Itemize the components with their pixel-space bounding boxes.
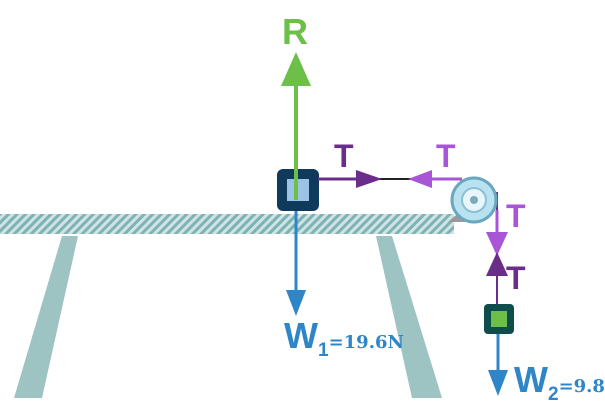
weight1-subscript: 1 <box>317 340 329 361</box>
table-leg-left <box>14 236 78 398</box>
weight2-arrow <box>488 334 508 396</box>
table-leg-right <box>376 236 442 398</box>
free-body-diagram <box>0 52 514 398</box>
tension-arrow-up-on-block2 <box>486 252 508 276</box>
tension-arrow-down-from-pulley <box>486 210 508 256</box>
weight1-symbol: W <box>284 315 318 356</box>
weight1-value: =19.6N <box>328 332 404 353</box>
reaction-arrow <box>281 52 311 188</box>
tension-label-block2: T <box>506 260 526 296</box>
tension-arrow-left-on-pulley <box>408 170 462 188</box>
block2-square-block-icon <box>484 304 514 334</box>
weight1-label: W1=19.6N <box>284 315 404 361</box>
reaction-label: R <box>282 11 308 52</box>
table-top <box>0 214 454 234</box>
weight2-subscript: 2 <box>547 384 559 405</box>
tension-label-pulley-horizontal: T <box>436 138 456 174</box>
weight2-value: =9.8 <box>558 376 605 397</box>
weight2-symbol: W <box>514 359 548 400</box>
weight2-label: W2=9.8 <box>514 359 605 405</box>
pulley-wheel-icon <box>448 176 498 224</box>
tension-arrow-right-on-block1 <box>318 170 382 188</box>
tension-label-block1: T <box>334 138 354 174</box>
tension-label-pulley-vertical: T <box>506 198 526 234</box>
